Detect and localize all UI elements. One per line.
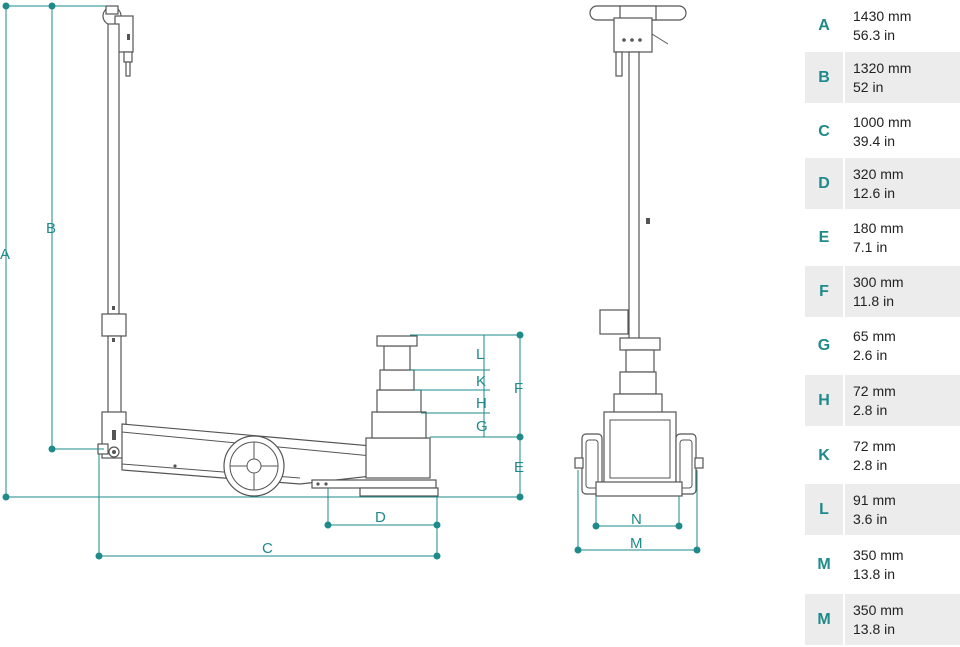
spec-inch: 2.8 in <box>853 401 888 418</box>
spec-mm: 350 mm <box>853 601 904 618</box>
front-view-jack <box>574 5 704 497</box>
label-H: H <box>476 395 487 412</box>
label-B: B <box>46 220 56 237</box>
label-A: A <box>0 246 10 263</box>
spec-inch: 2.8 in <box>853 456 888 473</box>
label-K: K <box>476 373 486 390</box>
spec-inch: 39.4 in <box>853 132 896 149</box>
spec-row: G 65 mm 2.6 in <box>805 320 960 371</box>
spec-letter: F <box>805 266 843 317</box>
spec-inch: 12.6 in <box>853 184 896 201</box>
spec-mm: 300 mm <box>853 273 904 290</box>
spec-mm: 1430 mm <box>853 7 912 24</box>
spec-row: L 91 mm 3.6 in <box>805 484 960 535</box>
spec-mm: 91 mm <box>853 491 896 508</box>
label-L: L <box>476 346 484 363</box>
spec-letter: L <box>805 484 843 535</box>
side-view-jack <box>97 5 439 497</box>
spec-row: M 350 mm 13.8 in <box>805 539 960 590</box>
spec-mm: 72 mm <box>853 382 896 399</box>
spec-letter: M <box>805 594 843 645</box>
spec-letter: A <box>818 16 830 34</box>
spec-letter: B <box>805 52 843 103</box>
spec-mm: 1320 mm <box>853 59 912 76</box>
spec-row: M 350 mm 13.8 in <box>805 594 960 645</box>
spec-letter: M <box>817 555 831 573</box>
spec-letter: G <box>817 336 831 354</box>
spec-row: B 1320 mm 52 in <box>805 52 960 103</box>
jack-technical-drawing: .dim { stroke: #1e8a8a; stroke-width: 1;… <box>0 2 704 560</box>
spec-inch: 7.1 in <box>853 238 888 255</box>
spec-letter: K <box>818 446 830 464</box>
spec-letter: D <box>805 158 843 209</box>
spec-row: F 300 mm 11.8 in <box>805 266 960 317</box>
spec-row: K 72 mm 2.8 in <box>805 430 960 481</box>
spec-mm: 1000 mm <box>853 113 912 130</box>
label-F: F <box>514 380 523 397</box>
spec-mm: 72 mm <box>853 437 896 454</box>
spec-inch: 56.3 in <box>853 26 896 43</box>
spec-letter: E <box>818 228 830 246</box>
spec-row: D 320 mm 12.6 in <box>805 158 960 209</box>
spec-row: C 1000 mm 39.4 in <box>805 106 960 157</box>
spec-mm: 320 mm <box>853 165 904 182</box>
spec-row: A 1430 mm 56.3 in <box>805 0 960 51</box>
label-G: G <box>476 418 488 435</box>
spec-row: H 72 mm 2.8 in <box>805 375 960 426</box>
spec-inch: 52 in <box>853 78 884 95</box>
spec-inch: 13.8 in <box>853 620 896 637</box>
label-N: N <box>631 511 642 528</box>
dimension-labels: A B C D E F G H K L N M <box>0 220 643 557</box>
spec-inch: 2.6 in <box>853 346 888 363</box>
label-D: D <box>375 509 386 526</box>
spec-inch: 11.8 in <box>853 292 894 309</box>
spec-row: E 180 mm 7.1 in <box>805 212 960 263</box>
spec-inch: 3.6 in <box>853 510 888 527</box>
spec-mm: 350 mm <box>853 546 904 563</box>
spec-letter: H <box>805 375 843 426</box>
spec-mm: 65 mm <box>853 327 896 344</box>
spec-mm: 180 mm <box>853 219 904 236</box>
label-M: M <box>630 535 643 552</box>
label-C: C <box>262 540 273 557</box>
spec-letter: C <box>818 122 830 140</box>
spec-inch: 13.8 in <box>853 565 896 582</box>
label-E: E <box>514 459 524 476</box>
dimension-lines <box>2 2 701 560</box>
